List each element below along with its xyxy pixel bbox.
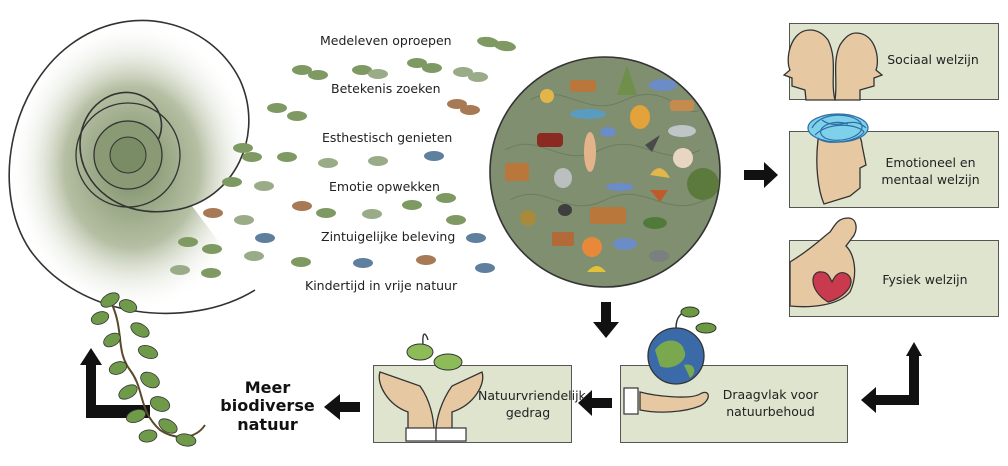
behavior-line-1: Natuurvriendelijk (478, 388, 586, 403)
biodiverse-line-2: biodiverse (220, 396, 315, 416)
pathway-label-emotion: Emotie opwekken (329, 179, 440, 194)
pathway-label-aesthetic: Esthestisch genieten (322, 130, 453, 145)
pathway-label-compassion: Medeleven oproepen (320, 33, 452, 48)
pathway-label-senses: Zintuigelijke beleving (321, 229, 456, 244)
biodiverse-line-3: natuur (237, 414, 298, 434)
support-line-2: natuurbehoud (726, 403, 815, 419)
emotional-wellbeing-label: Emotioneel en mentaal welzijn (881, 155, 980, 187)
physical-wellbeing-label: Fysiek welzijn (882, 272, 968, 287)
support-line-1: Draagvlak voor (722, 387, 819, 402)
more-biodiverse-nature-label: Meer biodiverse natuur (215, 378, 320, 434)
nature-friendly-behavior-label: Natuurvriendelijk gedrag (478, 388, 586, 422)
support-conservation-label: Draagvlak voor natuurbehoud (708, 387, 833, 421)
pathway-label-meaning: Betekenis zoeken (331, 81, 441, 96)
behavior-line-2: gedrag (505, 404, 551, 420)
pathway-label-childhood: Kindertijd in vrije natuur (305, 278, 458, 293)
biodiverse-line-1: Meer (244, 378, 291, 397)
social-wellbeing-label: Sociaal welzijn (887, 52, 979, 67)
